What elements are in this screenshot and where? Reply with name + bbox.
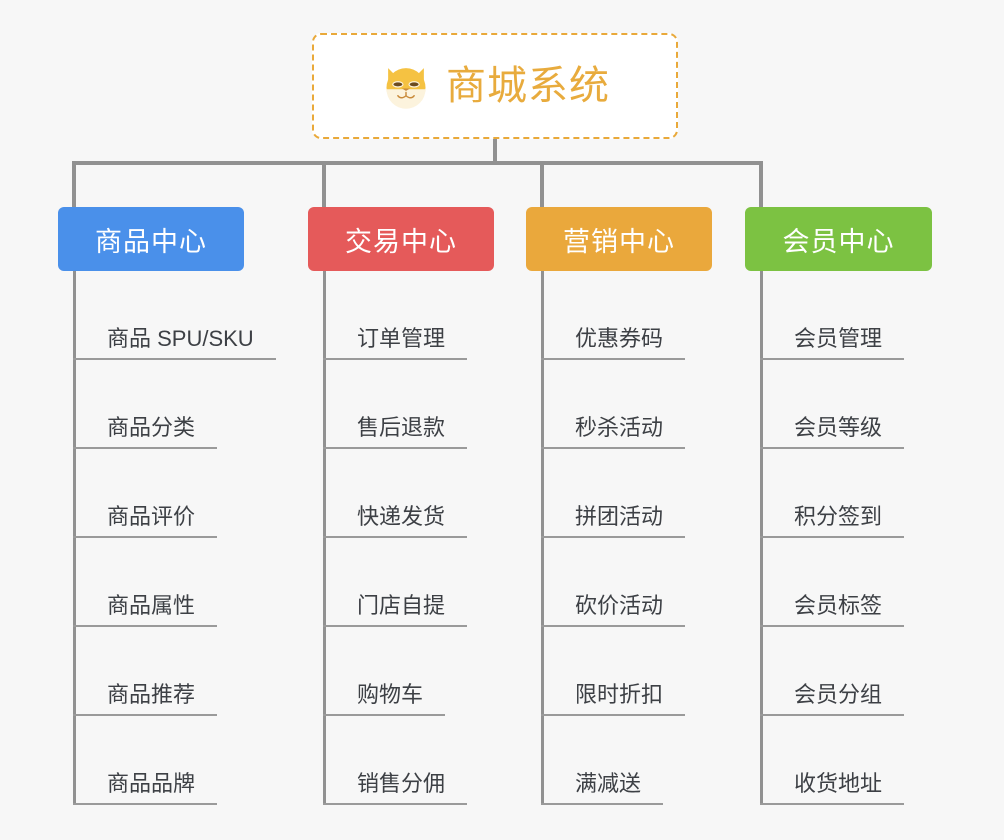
- leaf-item-label: 商品品牌: [107, 771, 196, 796]
- trunk-line-2: [323, 271, 326, 805]
- category-header-label: 商品中心: [95, 226, 207, 257]
- leaf-item-label: 会员管理: [794, 326, 883, 351]
- leaf-item-label: 砍价活动: [575, 593, 664, 618]
- leaf-item[interactable]: 会员等级: [760, 360, 905, 449]
- leaf-item[interactable]: 优惠券码: [541, 271, 686, 360]
- shiba-dog-face-icon: [386, 68, 426, 109]
- leaf-item-box: 商品 SPU/SKU: [73, 326, 276, 360]
- category-header-4[interactable]: 会员中心: [745, 207, 932, 271]
- leaf-item-label: 拼团活动: [575, 504, 664, 529]
- leaf-item-label: 积分签到: [794, 504, 883, 529]
- drop-line-3: [540, 161, 544, 207]
- leaf-item[interactable]: 会员分组: [760, 627, 905, 716]
- leaf-item-box: 门店自提: [323, 593, 468, 627]
- leaf-item[interactable]: 订单管理: [323, 271, 468, 360]
- leaf-item-box: 会员分组: [760, 682, 905, 716]
- leaf-item-box: 商品属性: [73, 593, 218, 627]
- leaf-item-box: 售后退款: [323, 415, 468, 449]
- leaf-item[interactable]: 限时折扣: [541, 627, 686, 716]
- leaf-item-label: 商品 SPU/SKU: [107, 326, 254, 351]
- leaf-item-label: 会员分组: [794, 682, 883, 707]
- leaf-item[interactable]: 满减送: [541, 716, 664, 805]
- root-stem-line: [493, 139, 497, 165]
- leaf-item-label: 满减送: [575, 771, 642, 796]
- leaf-item-box: 快递发货: [323, 504, 468, 538]
- leaf-item[interactable]: 商品属性: [73, 538, 218, 627]
- leaf-item-box: 拼团活动: [541, 504, 686, 538]
- leaf-item-label: 秒杀活动: [575, 415, 664, 440]
- leaf-item-label: 购物车: [357, 682, 424, 707]
- leaf-item-box: 收货地址: [760, 771, 905, 805]
- horizontal-bus-line: [72, 161, 763, 165]
- leaf-item-box: 会员管理: [760, 326, 905, 360]
- drop-line-1: [72, 161, 76, 207]
- leaf-item[interactable]: 商品评价: [73, 449, 218, 538]
- leaf-item-box: 购物车: [323, 682, 446, 716]
- trunk-line-1: [73, 271, 76, 805]
- leaf-item-label: 销售分佣: [357, 771, 446, 796]
- root-title: 商城系统: [446, 64, 610, 108]
- leaf-item-label: 收货地址: [794, 771, 883, 796]
- leaf-item[interactable]: 积分签到: [760, 449, 905, 538]
- leaf-item-box: 满减送: [541, 771, 664, 805]
- leaf-item-label: 会员等级: [794, 415, 883, 440]
- leaf-item-box: 销售分佣: [323, 771, 468, 805]
- leaf-item-label: 限时折扣: [575, 682, 664, 707]
- leaf-item-box: 订单管理: [323, 326, 468, 360]
- column-4: 会员中心会员管理会员等级积分签到会员标签会员分组收货地址: [745, 207, 932, 805]
- leaf-item[interactable]: 销售分佣: [323, 716, 468, 805]
- leaf-item[interactable]: 会员管理: [760, 271, 905, 360]
- leaf-item-box: 商品品牌: [73, 771, 218, 805]
- category-header-3[interactable]: 营销中心: [526, 207, 712, 271]
- leaf-item[interactable]: 收货地址: [760, 716, 905, 805]
- category-header-label: 会员中心: [782, 226, 895, 257]
- leaf-item-label: 会员标签: [794, 593, 883, 618]
- leaf-item-box: 商品评价: [73, 504, 218, 538]
- drop-line-4: [759, 161, 763, 207]
- leaf-item[interactable]: 商品分类: [73, 360, 218, 449]
- leaf-item-label: 快递发货: [357, 504, 446, 529]
- leaf-item[interactable]: 售后退款: [323, 360, 468, 449]
- root-node[interactable]: 商城系统: [312, 33, 678, 139]
- trunk-line-3: [541, 271, 544, 805]
- leaf-item[interactable]: 商品推荐: [73, 627, 218, 716]
- leaf-item-label: 门店自提: [357, 593, 446, 618]
- leaf-item-box: 秒杀活动: [541, 415, 686, 449]
- leaf-item-box: 优惠券码: [541, 326, 686, 360]
- leaf-item[interactable]: 拼团活动: [541, 449, 686, 538]
- leaf-item[interactable]: 商品 SPU/SKU: [73, 271, 276, 360]
- leaf-item-box: 限时折扣: [541, 682, 686, 716]
- category-header-2[interactable]: 交易中心: [308, 207, 494, 271]
- leaf-item-box: 会员等级: [760, 415, 905, 449]
- leaf-item-label: 商品属性: [107, 593, 196, 618]
- leaf-item-label: 商品推荐: [107, 682, 196, 707]
- leaf-item-box: 商品推荐: [73, 682, 218, 716]
- column-1: 商品中心商品 SPU/SKU 商品分类商品评价商品属性商品推荐商品品牌: [58, 207, 276, 805]
- leaf-item[interactable]: 商品品牌: [73, 716, 218, 805]
- drop-line-2: [322, 161, 326, 207]
- category-header-1[interactable]: 商品中心: [58, 207, 244, 271]
- leaf-item[interactable]: 门店自提: [323, 538, 468, 627]
- leaf-item[interactable]: 秒杀活动: [541, 360, 686, 449]
- leaf-item-box: 商品分类: [73, 415, 218, 449]
- leaf-item[interactable]: 砍价活动: [541, 538, 686, 627]
- leaf-item-label: 商品评价: [107, 504, 196, 529]
- leaf-item-label: 优惠券码: [575, 326, 664, 351]
- column-2: 交易中心订单管理售后退款快递发货门店自提购物车销售分佣: [308, 207, 494, 805]
- leaf-item[interactable]: 会员标签: [760, 538, 905, 627]
- leaf-item-label: 订单管理: [357, 326, 446, 351]
- leaf-item-box: 积分签到: [760, 504, 905, 538]
- leaf-item-box: 会员标签: [760, 593, 905, 627]
- trunk-line-4: [760, 271, 763, 805]
- category-header-label: 交易中心: [345, 226, 457, 257]
- column-3: 营销中心优惠券码秒杀活动拼团活动砍价活动限时折扣满减送: [526, 207, 712, 805]
- leaf-item-label: 商品分类: [107, 415, 196, 440]
- leaf-item-label: 售后退款: [357, 415, 446, 440]
- category-header-label: 营销中心: [563, 226, 675, 257]
- leaf-item-box: 砍价活动: [541, 593, 686, 627]
- leaf-item[interactable]: 快递发货: [323, 449, 468, 538]
- leaf-item[interactable]: 购物车: [323, 627, 446, 716]
